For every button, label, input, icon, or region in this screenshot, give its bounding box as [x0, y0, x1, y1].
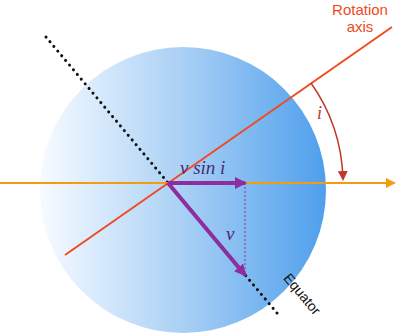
line-of-sight [0, 182, 394, 184]
axis-title: Rotation axis [324, 2, 396, 35]
equator-label: Equator [280, 271, 323, 318]
projected-velocity [168, 181, 245, 185]
angle-label: i [317, 104, 322, 124]
inclination-arc [311, 83, 343, 179]
velocity-label: v [226, 224, 234, 245]
equator-line [46, 37, 277, 313]
velocity-vector [168, 183, 245, 275]
star-disc [40, 47, 326, 333]
velocity-projection-label: v sin i [180, 158, 225, 179]
rotation-axis [65, 27, 392, 255]
projection-line [245, 183, 246, 275]
